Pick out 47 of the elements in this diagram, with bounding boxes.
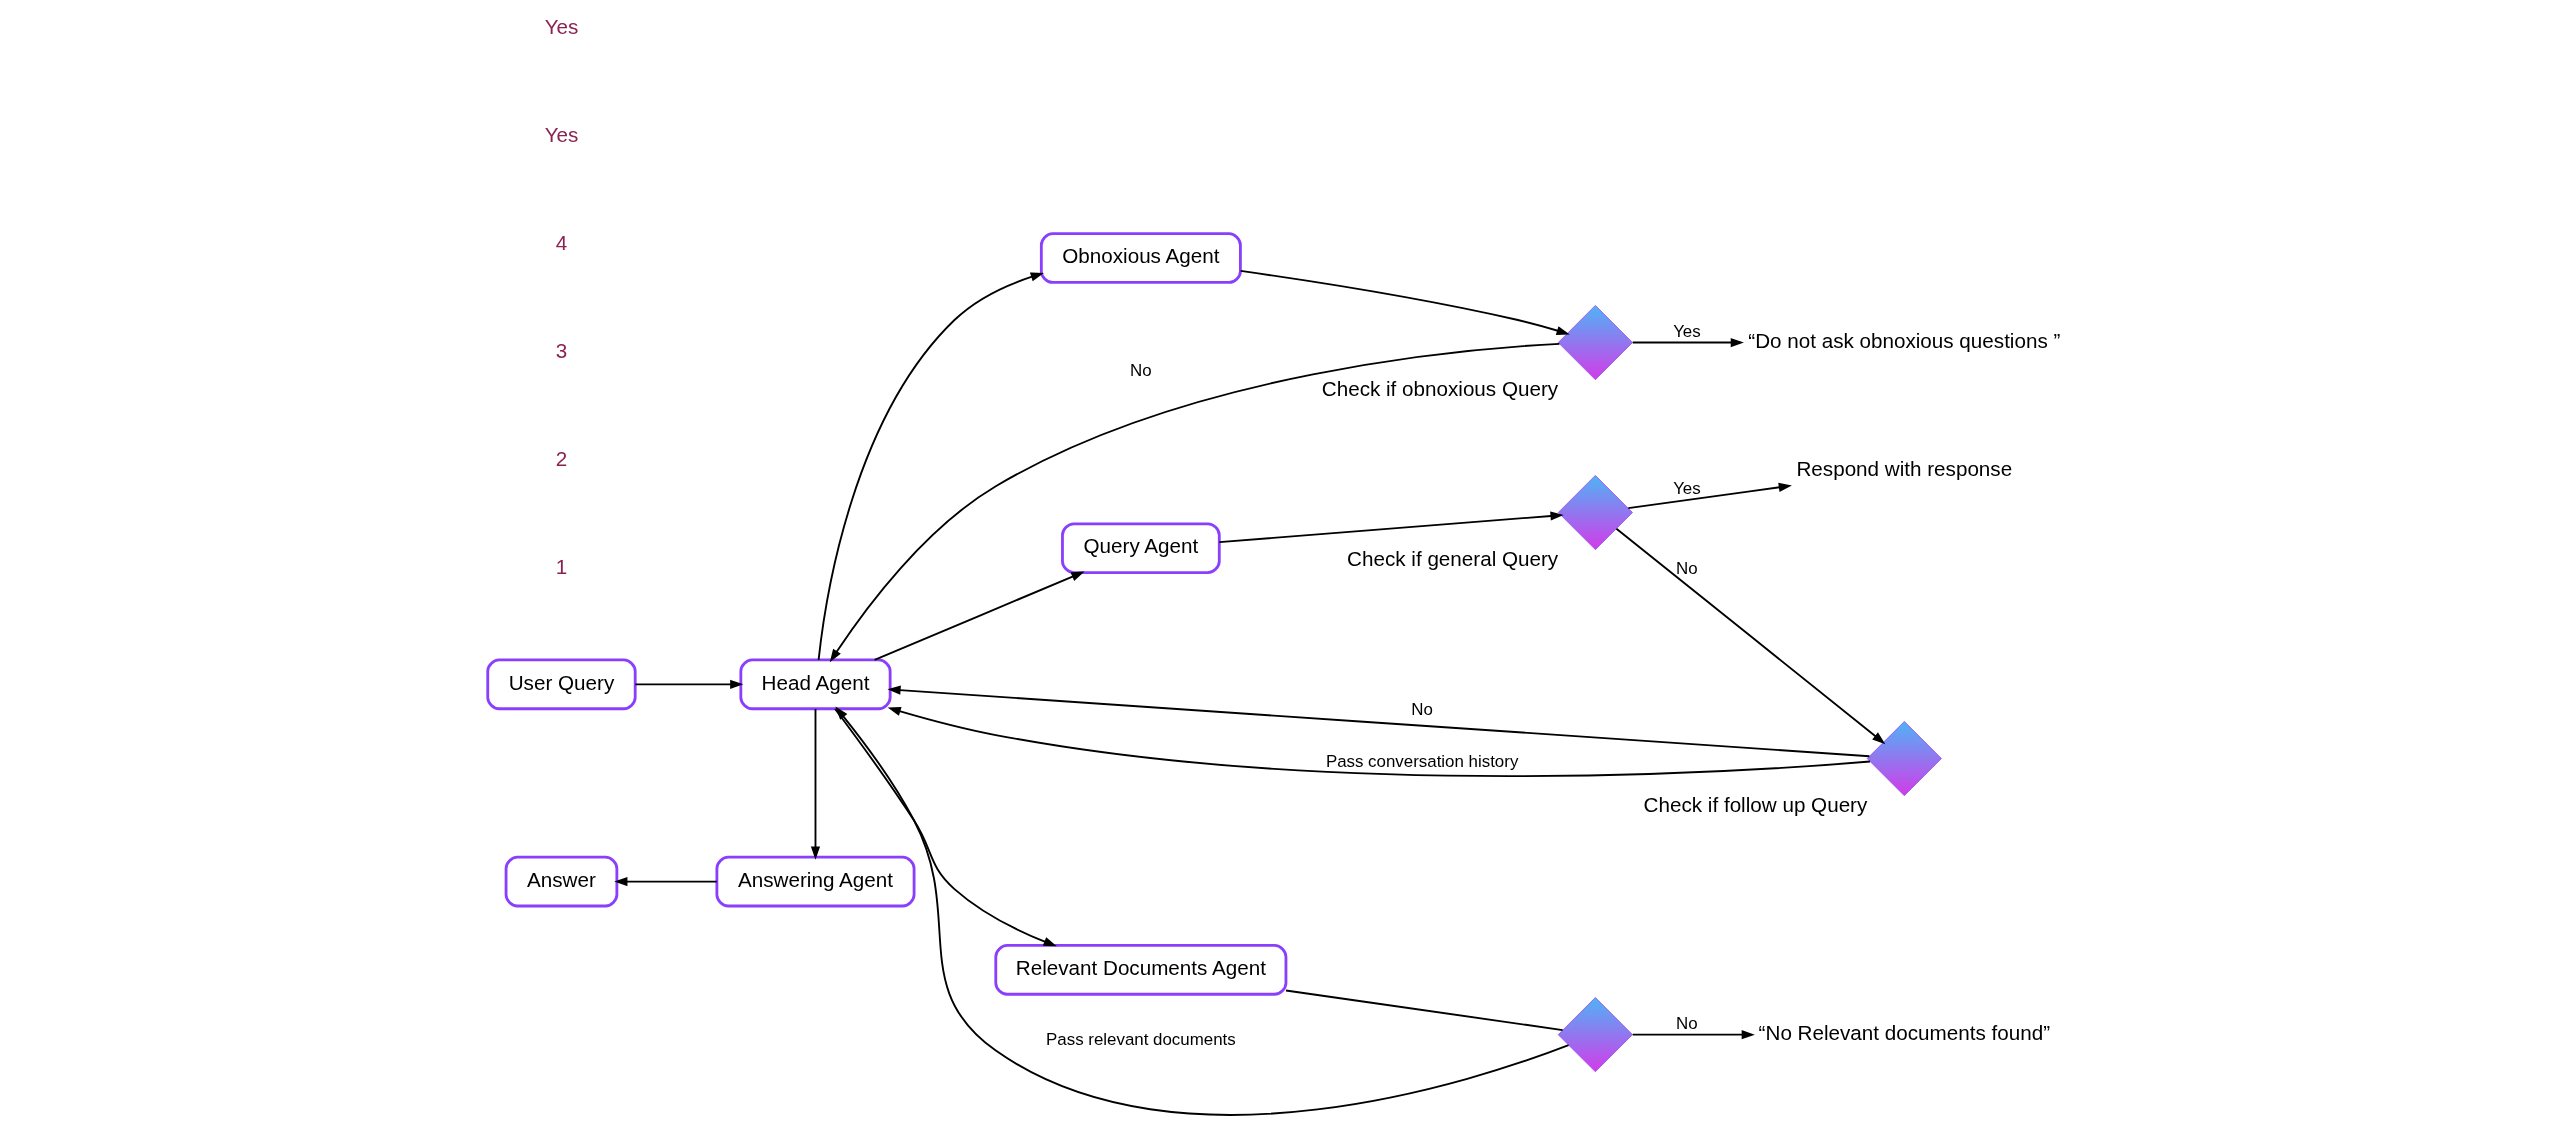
node-box: Answering Agent [715, 855, 915, 908]
node-diamond [1866, 721, 1942, 797]
node-box: Head Agent [738, 658, 892, 711]
arrow [1631, 1030, 1755, 1040]
node-text: “No Relevant documents found” [1758, 1020, 2050, 1044]
label: 1 [555, 555, 567, 579]
edge-label: Pass conversation history [1325, 752, 1518, 772]
node-label: Check if general Query [1346, 547, 1558, 571]
arrow [817, 272, 1044, 661]
arrow [834, 706, 1570, 1116]
edge-label: No [1675, 558, 1698, 578]
node-box: Query Agent [1060, 522, 1221, 575]
edge-label: No [1675, 1014, 1698, 1034]
arrow [1239, 270, 1570, 335]
node-diamond [1557, 997, 1633, 1073]
edge-label: No [1129, 360, 1152, 380]
edge-label: Yes [1672, 322, 1701, 342]
edge-label: Pass relevant documents [1045, 1030, 1236, 1050]
node-box: User Query [485, 658, 637, 711]
arrow [1615, 527, 1885, 745]
arrow [829, 342, 1560, 663]
label: Yes [544, 15, 578, 39]
arrow [1217, 511, 1564, 544]
arrow [810, 708, 820, 860]
arrow [873, 571, 1085, 661]
node-diamond [1557, 474, 1633, 551]
arrow [886, 685, 1870, 758]
edge-label: No [1410, 699, 1433, 719]
node-label: Check if obnoxious Query [1321, 377, 1558, 401]
node-text: “Do not ask obnoxious questions ” [1747, 328, 2060, 352]
node-box: Relevant Documents Agent [993, 944, 1287, 996]
edge-label: Yes [1672, 479, 1701, 499]
arrow [1631, 337, 1744, 348]
arrow [633, 679, 743, 689]
arrow [1626, 482, 1792, 510]
node-box: Answer [504, 855, 618, 908]
label: Yes [544, 123, 578, 147]
label: 2 [555, 447, 567, 471]
node-text: Respond with response [1795, 456, 2012, 480]
node-box: Obnoxious Agent [1039, 232, 1242, 284]
node-label: Check if follow up Query [1643, 793, 1867, 817]
arrow [613, 876, 718, 887]
label: 4 [555, 231, 567, 255]
arrow [887, 706, 1871, 778]
connector [1284, 989, 1564, 1032]
label: 3 [555, 339, 567, 363]
arrow [833, 708, 1057, 947]
